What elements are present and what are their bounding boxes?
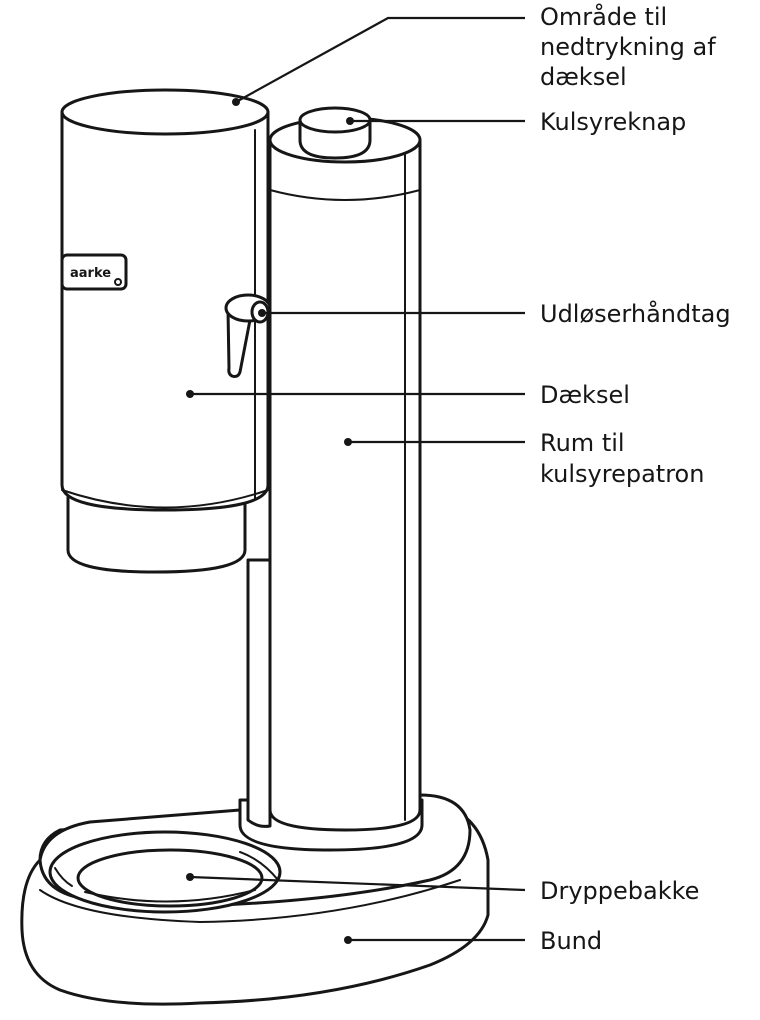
label-carbonation-button: Kulsyreknap xyxy=(540,108,686,136)
carbonation-button xyxy=(298,106,372,160)
column-body xyxy=(268,138,422,832)
drip-tray-notch-right xyxy=(239,851,279,881)
column-ring xyxy=(269,189,421,201)
label-cylinder-compartment-line2: kulsyrepatron xyxy=(540,460,704,488)
brand-logo: aarke xyxy=(70,266,111,281)
leader-lid-press-area xyxy=(235,16,525,103)
drip-tray-grille xyxy=(84,889,256,903)
drip-tray-inner xyxy=(76,848,264,908)
label-lid-press-area-line1: Område til xyxy=(540,2,667,31)
leader-lines xyxy=(186,16,526,944)
leader-dot-lid-press-area xyxy=(232,98,240,106)
leader-dot-cylinder-compartment xyxy=(344,438,352,446)
base-unit xyxy=(20,793,490,1006)
lid-body xyxy=(60,110,270,512)
support-pillar xyxy=(246,558,272,828)
label-lid-press-area: Område til nedtrykning af dæksel xyxy=(540,2,723,91)
label-base: Bund xyxy=(540,927,602,955)
lid-top xyxy=(60,88,270,136)
label-drip-tray: Dryppebakke xyxy=(540,877,699,905)
label-lid-press-area-line3: dæksel xyxy=(540,63,627,91)
leader-drip-tray xyxy=(189,875,526,892)
leader-dot-release-handle xyxy=(258,309,266,317)
label-cylinder-compartment: Rum til kulsyrepatron xyxy=(540,429,704,488)
label-release-handle: Udløserhåndtag xyxy=(540,299,731,328)
leader-dot-drip-tray xyxy=(186,873,194,881)
leader-dot-lid xyxy=(186,390,194,398)
lid-unit: aarke xyxy=(60,88,270,574)
leader-dot-carbonation-button xyxy=(346,117,354,125)
label-cylinder-compartment-line1: Rum til xyxy=(540,429,625,457)
base-edge-line xyxy=(39,879,461,924)
leader-dot-base xyxy=(344,936,352,944)
drip-tray-notch-left xyxy=(54,867,73,887)
label-lid-press-area-line2: nedtrykning af xyxy=(540,33,716,61)
lid-ring-line xyxy=(61,489,269,509)
brand-plate-dot xyxy=(114,278,122,286)
label-lid: Dæksel xyxy=(540,381,630,409)
brand-plate xyxy=(60,253,128,291)
callout-labels: Område til nedtrykning af dæksel Kulsyre… xyxy=(540,2,731,955)
